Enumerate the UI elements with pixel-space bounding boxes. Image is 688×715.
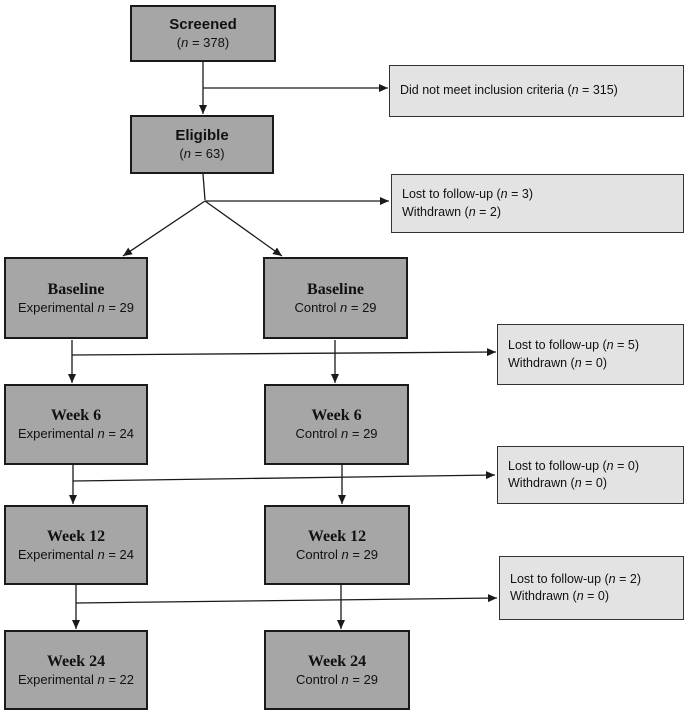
baseline-control-title: Baseline xyxy=(307,280,364,298)
eligible-title: Eligible xyxy=(175,127,229,144)
attrition-2-lost: Lost to follow-up (n = 5) xyxy=(508,338,639,352)
week6-experimental-title: Week 6 xyxy=(50,407,102,425)
attrition-box-3: Lost to follow-up (n = 0) Withdrawn (n =… xyxy=(497,446,684,504)
attrition-3-withdrawn: Withdrawn (n = 0) xyxy=(508,476,608,490)
attrition-4-withdrawn: Withdrawn (n = 0) xyxy=(510,589,610,603)
baseline-experimental-count: Experimental n = 29 xyxy=(17,299,135,315)
attrition-3-lost: Lost to follow-up (n = 0) xyxy=(508,458,639,473)
week24-experimental-title: Week 24 xyxy=(46,652,106,670)
attrition-4-lost: Lost to follow-up (n = 2) xyxy=(510,571,641,586)
eligible-count: (n = 63) xyxy=(179,145,225,161)
week6-control-box: Week 6 Control n = 29 xyxy=(264,384,409,465)
arrow-split-right xyxy=(204,200,283,257)
week12-control-box: Week 12 Control n = 29 xyxy=(264,505,410,585)
attrition-box-2: Lost to follow-up (n = 5) Withdrawn (n =… xyxy=(497,324,684,385)
week24-control-title: Week 24 xyxy=(307,652,367,670)
week6-control-count: Control n = 29 xyxy=(295,426,378,442)
week12-experimental-count: Experimental n = 24 xyxy=(17,546,135,562)
week24-experimental-box: Week 24 Experimental n = 22 xyxy=(4,630,148,710)
excluded-text: Did not meet inclusion criteria (n = 315… xyxy=(400,83,618,98)
week6-experimental-box: Week 6 Experimental n = 24 xyxy=(4,384,148,465)
week12-experimental-box: Week 12 Experimental n = 24 xyxy=(4,505,148,585)
attrition-box-4: Lost to follow-up (n = 2) Withdrawn (n =… xyxy=(499,556,684,620)
week12-experimental-title: Week 12 xyxy=(46,527,106,545)
arrow-attrition-3 xyxy=(72,471,496,482)
attrition-1-withdrawn: Withdrawn (n = 2) xyxy=(402,204,502,219)
week6-experimental-count: Experimental n = 24 xyxy=(17,426,135,442)
baseline-control-count: Control n = 29 xyxy=(294,299,377,315)
arrow-attrition-2 xyxy=(71,348,497,357)
week24-experimental-count: Experimental n = 22 xyxy=(17,671,135,687)
attrition-box-1: Lost to follow-up (n = 3) Withdrawn (n =… xyxy=(391,174,684,233)
screened-count: (n = 378) xyxy=(176,34,230,50)
attrition-2-withdrawn: Withdrawn (n = 0) xyxy=(508,355,608,370)
arrow-attrition-4 xyxy=(75,594,498,604)
week12-control-title: Week 12 xyxy=(307,527,367,545)
eligible-box: Eligible (n = 63) xyxy=(130,115,274,174)
baseline-control-box: Baseline Control n = 29 xyxy=(263,257,408,339)
baseline-experimental-box: Baseline Experimental n = 29 xyxy=(4,257,148,339)
baseline-experimental-title: Baseline xyxy=(47,280,105,298)
week6-control-title: Week 6 xyxy=(311,407,362,425)
arrow-split-left xyxy=(122,200,206,257)
week24-control-count: Control n = 29 xyxy=(295,671,379,687)
screened-box: Screened (n = 378) xyxy=(130,5,276,62)
attrition-1-lost: Lost to follow-up (n = 3) xyxy=(402,187,533,201)
week12-control-count: Control n = 29 xyxy=(295,546,379,562)
excluded-box: Did not meet inclusion criteria (n = 315… xyxy=(389,65,684,117)
screened-title: Screened xyxy=(169,16,237,33)
line-eligible-down xyxy=(202,173,206,201)
week24-control-box: Week 24 Control n = 29 xyxy=(264,630,410,710)
